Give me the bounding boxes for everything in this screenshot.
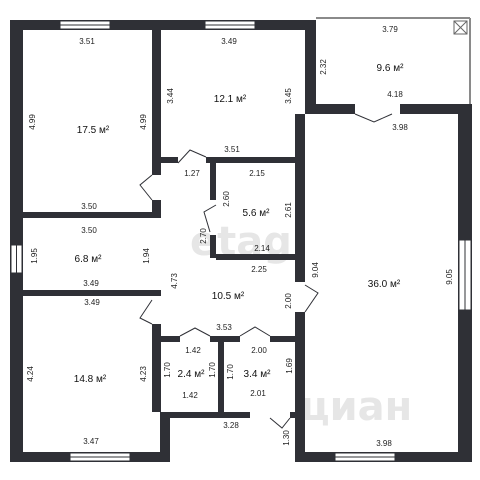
dim-label: 2.70	[199, 228, 208, 244]
dim-label: 3.51	[79, 37, 95, 46]
dim-label: 1.70	[208, 362, 217, 378]
dim-label: 3.98	[392, 123, 408, 132]
dim-label: 3.49	[221, 37, 237, 46]
room-area: 36.0 м²	[368, 279, 401, 290]
room-area: 5.6 м²	[243, 208, 271, 219]
room-area: 17.5 м²	[77, 125, 110, 136]
dim-label: 3.51	[224, 145, 240, 154]
door-swings	[139, 113, 393, 429]
room-area: 10.5 м²	[212, 291, 245, 302]
dim-label: 2.14	[254, 244, 270, 253]
room-area: 14.8 м²	[74, 374, 107, 385]
dim-label: 2.00	[284, 293, 293, 309]
dim-label: 4.99	[28, 114, 37, 130]
watermark-cian: циан	[300, 384, 412, 430]
dim-label: 3.50	[81, 226, 97, 235]
room-wc: 1.42 1.70 2.4 м² 1.70 1.42	[163, 346, 217, 400]
dim-label: 1.69	[285, 358, 294, 374]
room-area: 6.8 м²	[75, 254, 103, 265]
dim-label: 1.70	[226, 364, 235, 380]
dim-label: 1.42	[185, 346, 201, 355]
dim-label: 3.28	[223, 421, 239, 430]
room-hall: 2.25 4.73 10.5 м² 2.00 3.53	[170, 265, 293, 332]
room-bedroom-1: 3.51 4.99 4.99 17.5 м² 3.50	[28, 37, 148, 211]
room-terrace: 3.79 2.32 9.6 м² 4.18	[319, 25, 404, 99]
room-area: 12.1 м²	[214, 94, 247, 105]
dim-label: 2.00	[251, 346, 267, 355]
room-entrance: 3.28 1.30	[223, 421, 291, 446]
dim-label: 4.18	[387, 90, 403, 99]
room-area: 3.4 м²	[244, 369, 272, 380]
dim-label: 1.30	[282, 430, 291, 446]
room-area: 9.6 м²	[377, 63, 405, 74]
dim-label: 2.15	[249, 169, 265, 178]
terrace-outline	[316, 17, 471, 104]
dim-label: 9.04	[311, 262, 320, 278]
room-area: 2.4 м²	[178, 369, 206, 380]
dim-label: 2.25	[251, 265, 267, 274]
dim-label: 3.53	[216, 323, 232, 332]
dim-label: 3.50	[81, 202, 97, 211]
dim-label: 2.60	[222, 191, 231, 207]
dim-label: 3.79	[382, 25, 398, 34]
room-bedroom-2: 3.49 3.44 3.45 12.1 м² 3.51	[166, 37, 293, 154]
dim-label: 3.98	[376, 439, 392, 448]
dim-label: 4.24	[26, 366, 35, 382]
dim-label: 3.44	[166, 88, 175, 104]
terrace-corner-icon	[453, 20, 468, 35]
dim-label: 1.27	[184, 169, 200, 178]
dim-label: 2.01	[250, 389, 266, 398]
dim-label: 1.94	[142, 248, 151, 264]
dim-label: 3.47	[83, 437, 99, 446]
dim-label: 2.61	[284, 202, 293, 218]
dim-label: 4.99	[139, 114, 148, 130]
door-openings	[152, 104, 400, 418]
windows	[10, 20, 472, 462]
room-living: 9.04 36.0 м² 9.05 3.98	[311, 262, 454, 448]
room-boiler: 2.00 1.70 3.4 м² 1.69 2.01	[226, 346, 294, 398]
room-bathroom: 1.27 2.15 2.60 2.61 5.6 м² 2.70 2.14	[184, 169, 293, 253]
dim-label: 3.45	[284, 88, 293, 104]
dim-label: 1.42	[182, 391, 198, 400]
dim-label: 9.05	[445, 269, 454, 285]
dim-label: 3.49	[83, 279, 99, 288]
dim-label: 1.95	[30, 248, 39, 264]
dim-label: 1.70	[163, 362, 172, 378]
room-bedroom-3: 3.49 4.24 14.8 м² 4.23 3.47	[26, 298, 148, 446]
dim-label: 4.73	[170, 273, 179, 289]
room-closet: 3.50 1.95 1.94 6.8 м² 3.49	[30, 226, 151, 288]
dim-label: 4.23	[139, 366, 148, 382]
dim-label: 3.49	[84, 298, 100, 307]
dim-label: 2.32	[319, 59, 328, 75]
